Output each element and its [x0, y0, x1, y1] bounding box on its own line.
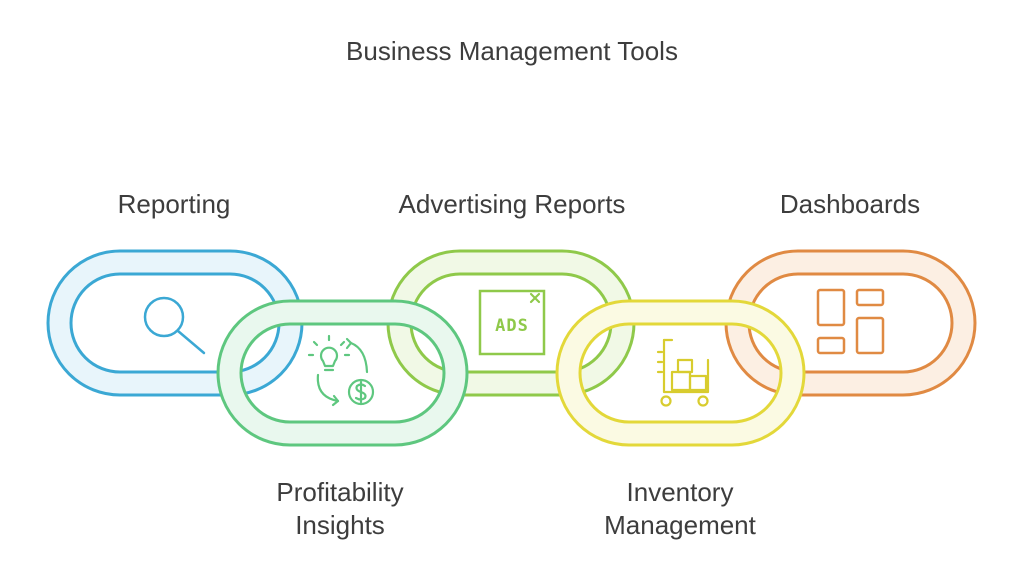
diagram-title: Business Management Tools [346, 36, 678, 66]
label-profitability-insights: Profitability Insights [240, 476, 440, 542]
chain-link-dashboards [724, 249, 977, 397]
label-line: Inventory [626, 477, 734, 507]
link-shape [724, 249, 977, 397]
link-shape [216, 299, 469, 447]
label-dashboards: Dashboards [779, 189, 921, 219]
ads-icon: ADS [478, 289, 546, 356]
label-advertising-reports: Advertising Reports [398, 189, 626, 219]
dashboard-layout-icon [816, 288, 885, 355]
cart-boxes-icon [656, 338, 710, 407]
chain-link-inventory-management [555, 299, 806, 447]
ads-icon-text: ADS [495, 316, 529, 336]
label-line: Profitability [276, 477, 404, 507]
link-shape [555, 299, 806, 447]
magnifier-icon [143, 296, 206, 355]
lightbulb-dollar-cycle-icon [307, 334, 375, 407]
label-line: Management [604, 510, 756, 540]
label-line: Insights [295, 510, 385, 540]
label-inventory-management: Inventory Management [580, 476, 780, 542]
chain-link-profitability-insights [216, 299, 469, 447]
label-reporting: Reporting [117, 189, 231, 219]
